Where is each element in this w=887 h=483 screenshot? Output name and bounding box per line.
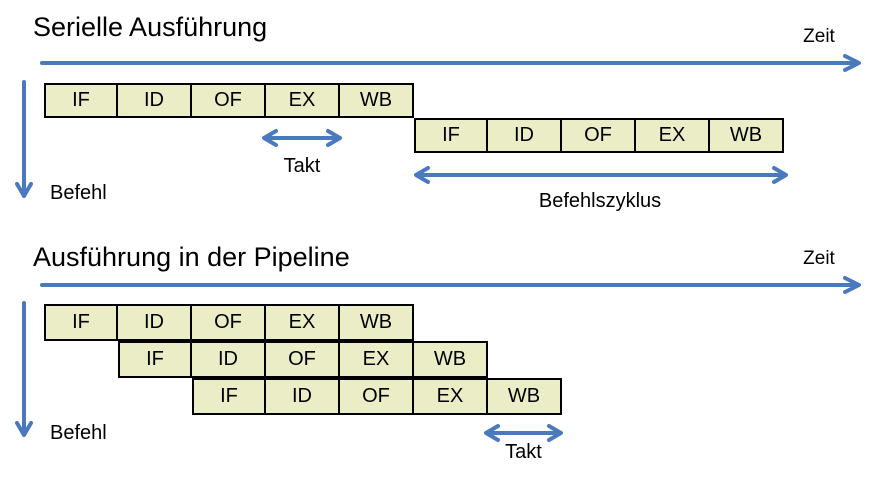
pipeline-stage-cell: OF [192,83,266,118]
pipeline-stage-cell: IF [414,118,488,153]
pipeline-stage-cell: EX [636,118,710,153]
pipeline-stage-cell: EX [266,83,340,118]
clock-label-serial: Takt [283,155,321,177]
pipeline-stage-cell: WB [710,118,784,153]
instruction-axis-arrow-pipeline [15,301,33,437]
pipeline-stage-cell: IF [44,304,118,341]
pipeline-stage-cell: ID [266,378,340,415]
pipeline-stage-cell: WB [414,341,488,378]
pipeline-stage-cell: IF [44,83,118,118]
pipeline-stage-cell: OF [340,378,414,415]
pipeline-stage-cell: ID [118,83,192,118]
instruction-axis-arrow-serial [15,80,33,198]
pipeline-stage-cell: EX [340,341,414,378]
time-axis-label-serial: Zeit [803,26,835,47]
time-axis-arrow-pipeline [40,276,861,294]
pipeline-stage-cell: ID [118,304,192,341]
clock-label-pipeline: Takt [505,441,542,463]
clock-cycle-arrow-pipeline [484,424,563,442]
instruction-axis-label-pipeline: Befehl [50,422,107,444]
pipeline-stage-cell: IF [192,378,266,415]
pipeline-stage-cell: ID [192,341,266,378]
instruction-cycle-label: Befehlszyklus [538,190,662,212]
instruction-axis-label-serial: Befehl [50,182,107,204]
pipeline-stage-cell: OF [192,304,266,341]
pipeline-stage-cell: EX [414,378,488,415]
pipeline-stage-cell: ID [488,118,562,153]
pipeline-stage-cell: WB [340,304,414,341]
time-axis-label-pipeline: Zeit [803,248,835,269]
pipeline-stage-cell: OF [562,118,636,153]
pipeline-stage-cell: WB [340,83,414,118]
section-title-serial: Serielle Ausführung [33,12,268,42]
clock-cycle-arrow-serial [262,129,342,147]
instruction-cycle-arrow [414,166,788,184]
pipeline-stage-cell: OF [266,341,340,378]
section-title-pipeline: Ausführung in der Pipeline [33,242,350,272]
pipeline-stage-cell: IF [118,341,192,378]
pipeline-stage-cell: EX [266,304,340,341]
pipeline-stage-cell: WB [488,378,562,415]
time-axis-arrow-serial [40,54,861,72]
